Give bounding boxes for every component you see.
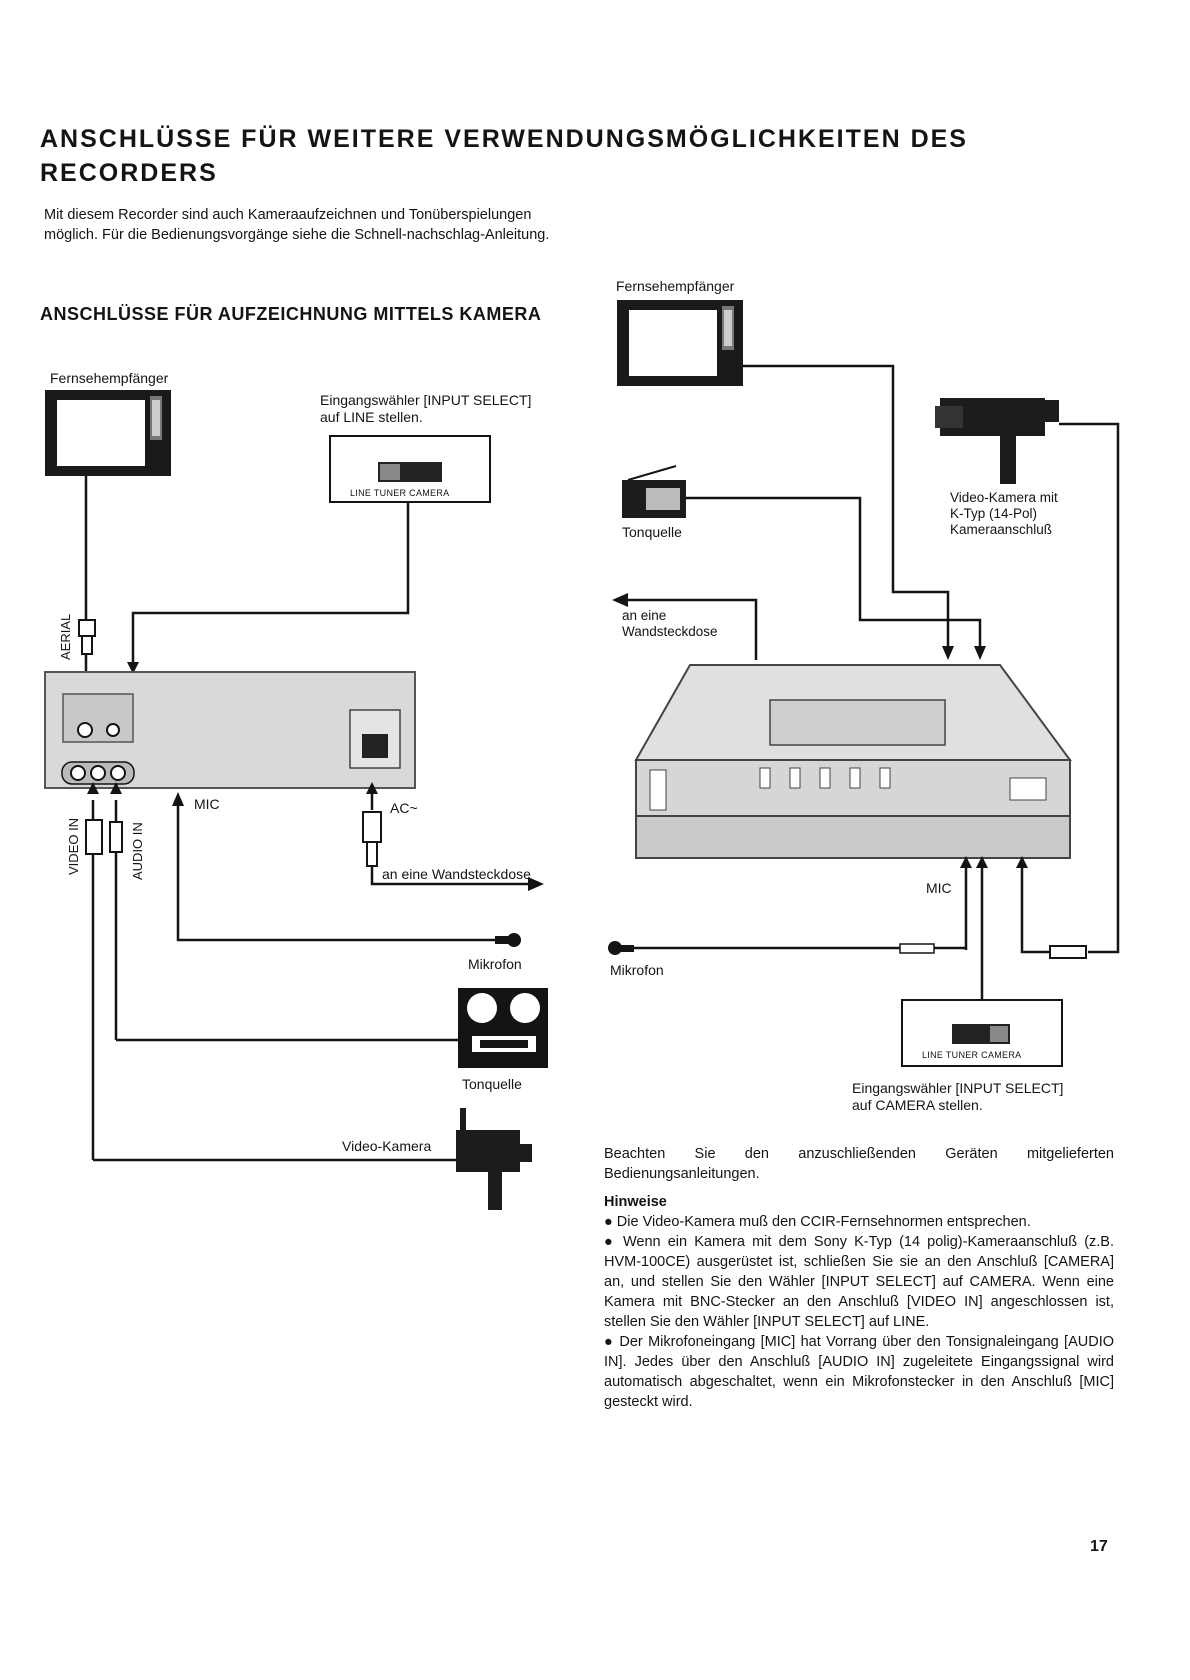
- right-wall-socket-label: an eine Wandsteckdose: [622, 608, 718, 639]
- right-selector-note: Eingangswähler [INPUT SELECT] auf CAMERA…: [852, 1080, 1064, 1113]
- recorder-front-icon: [634, 664, 1072, 859]
- page-title: ANSCHLÜSSE FÜR WEITERE VERWENDUNGSMÖGLIC…: [40, 125, 968, 187]
- hint-item: ● Die Video-Kamera muß den CCIR-Fernsehn…: [604, 1214, 1031, 1230]
- cinch-plug-icon: [109, 821, 123, 853]
- left-audio-source-label: Tonquelle: [462, 1076, 522, 1092]
- page-number: 17: [1090, 1538, 1108, 1555]
- left-selector-note: Eingangswähler [INPUT SELECT] auf LINE s…: [320, 392, 532, 425]
- right-microphone-label: Mikrofon: [610, 962, 664, 978]
- notes-section: Beachten Sie den anzuschließenden Geräte…: [604, 1144, 1114, 1412]
- right-camera-label: Video-Kamera mit K-Typ (14-Pol) Kameraan…: [950, 490, 1058, 537]
- hint-item: ● Der Mikrofoneingang [MIC] hat Vorrang …: [604, 1334, 1114, 1410]
- video-in-label: VIDEO IN: [66, 817, 81, 875]
- right-tv-icon: [617, 300, 743, 386]
- right-selector-positions: LINE TUNER CAMERA: [922, 1050, 1022, 1060]
- left-microphone-icon: [495, 933, 521, 947]
- aerial-connector-icon: [78, 619, 96, 655]
- left-microphone-label: Mikrofon: [468, 956, 522, 972]
- right-mic-port-label: MIC: [926, 880, 952, 896]
- recorder-rear-panel: [44, 671, 416, 789]
- right-video-camera-icon: [935, 398, 1059, 484]
- right-tv-label: Fernsehempfänger: [616, 278, 735, 294]
- left-video-camera-icon: [456, 1108, 532, 1210]
- section-title: ANSCHLÜSSE FÜR AUFZEICHNUNG MITTELS KAME…: [40, 304, 542, 324]
- left-tv-label: Fernsehempfänger: [50, 370, 169, 386]
- left-selector-positions: LINE TUNER CAMERA: [350, 488, 450, 498]
- left-tv-icon: [45, 390, 171, 476]
- audio-in-label: AUDIO IN: [130, 822, 145, 880]
- mic-port-label: MIC: [194, 796, 220, 812]
- intro-text: Mit diesem Recorder sind auch Kameraaufz…: [44, 207, 550, 243]
- right-radio-icon: [622, 465, 686, 518]
- left-tape-recorder-icon: [458, 988, 548, 1068]
- bnc-plug-icon: [85, 819, 103, 855]
- left-camera-label: Video-Kamera: [342, 1138, 432, 1154]
- left-input-selector-icon: [329, 435, 491, 503]
- hint-item: ● Wenn ein Kamera mit dem Sony K-Typ (14…: [604, 1234, 1114, 1330]
- ac-port-label: AC~: [390, 800, 418, 816]
- right-audio-source-label: Tonquelle: [622, 524, 682, 540]
- hints-title: Hinweise: [604, 1194, 667, 1210]
- right-input-selector-icon: [901, 999, 1063, 1067]
- aerial-label: AERIAL: [58, 613, 73, 660]
- ac-plug-icon: [362, 811, 382, 867]
- notes-intro: Beachten Sie den anzuschließenden Geräte…: [604, 1146, 1114, 1182]
- k-type-plug-icon: [1049, 945, 1087, 959]
- wall-socket-label: an eine Wandsteckdose: [382, 866, 531, 882]
- right-microphone-icon: [608, 941, 634, 955]
